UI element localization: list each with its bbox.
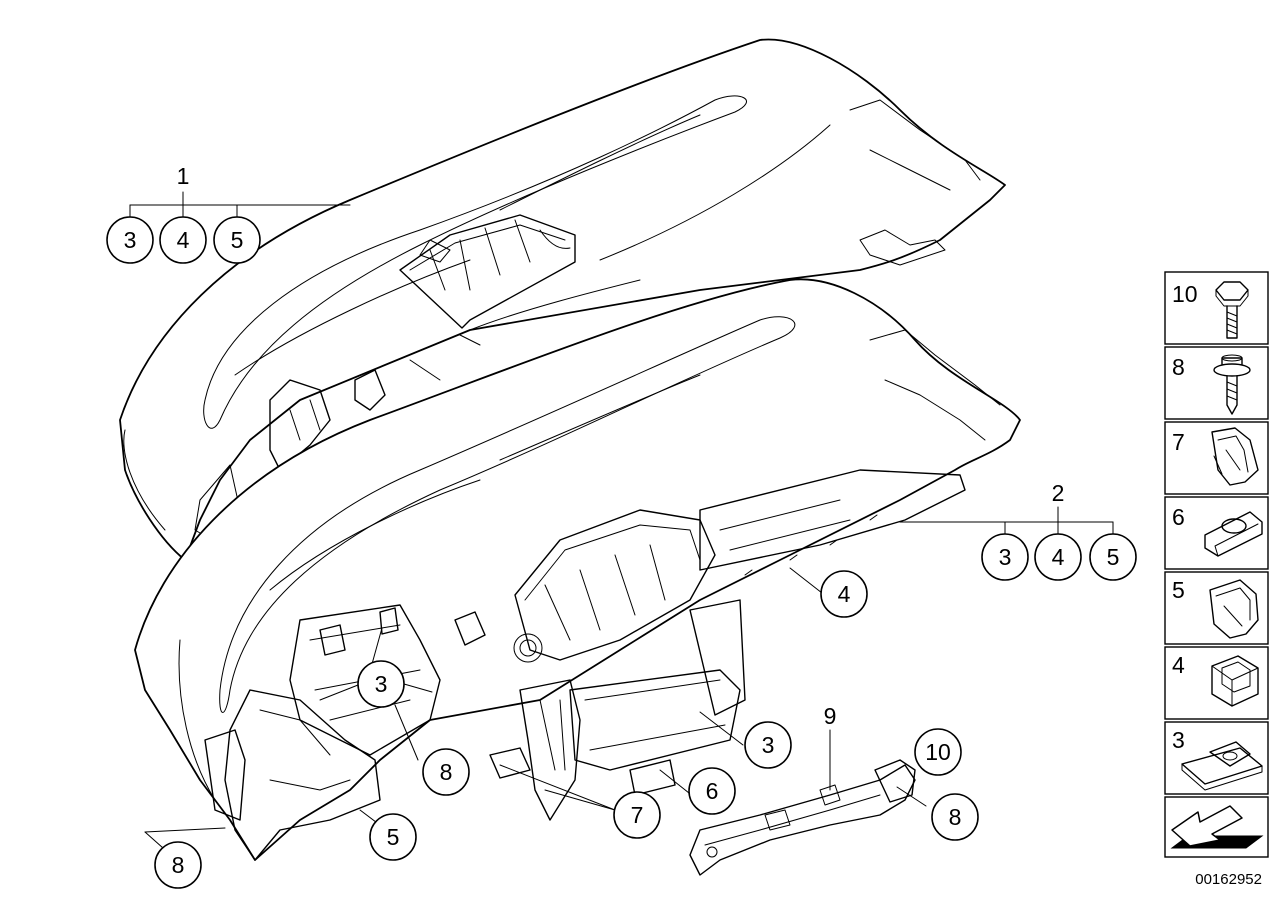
square-nut-icon: [1211, 655, 1259, 707]
legend-cell-6: [1164, 496, 1269, 570]
svg-text:4: 4: [838, 581, 851, 607]
svg-text:6: 6: [706, 778, 719, 804]
callout-group-1: 3 4 5: [106, 216, 261, 264]
clip-nut-icon: [1204, 511, 1263, 557]
plate-nut-icon: [1181, 741, 1263, 791]
callout-clip-7: 7: [613, 791, 661, 839]
spring-clip-icon: [1211, 427, 1259, 486]
legend-cell-5: [1164, 571, 1269, 645]
dashboard-lower-illustration: [134, 278, 1021, 861]
callout-bracket-9: 9: [824, 703, 837, 729]
callout-clip-6: 6: [688, 767, 736, 815]
legend-number: 8: [1172, 354, 1185, 380]
hex-bolt-icon: [1215, 281, 1249, 339]
leader-lines: [129, 191, 1114, 849]
callout-bracket-8: 8: [931, 793, 979, 841]
legend-cell-10: [1164, 271, 1269, 345]
legend-cell-4: [1164, 646, 1269, 720]
svg-text:3: 3: [762, 732, 775, 758]
legend-number: 5: [1172, 577, 1185, 603]
legend-number: 3: [1172, 727, 1185, 753]
legend-number: 6: [1172, 504, 1185, 530]
svg-text:10: 10: [925, 739, 951, 765]
callout-lower-3: 3: [744, 721, 792, 769]
callout-group-1-item-c: 5: [231, 227, 244, 253]
legend-number: 10: [1172, 281, 1198, 307]
clip-icon: [1209, 579, 1259, 639]
arrow-icon: [1170, 805, 1264, 849]
callout-group-1-item-a: 3: [124, 227, 137, 253]
bracket-illustration: [689, 759, 916, 876]
svg-text:3: 3: [375, 671, 388, 697]
svg-text:5: 5: [387, 824, 400, 850]
callout-bracket-4: 4: [820, 570, 868, 618]
dashboard-upper-illustration: [119, 38, 1006, 561]
callout-screws-8: 8: [422, 748, 470, 796]
callout-side-8: 8: [154, 841, 202, 889]
callout-group-1-item-b: 4: [177, 227, 190, 253]
callout-assembly-1: 1: [177, 163, 190, 189]
callout-side-5: 5: [369, 813, 417, 861]
callout-group-2: 3 4 5: [981, 533, 1137, 581]
legend-number: 4: [1172, 652, 1185, 678]
callout-group-2-item-b: 4: [1052, 544, 1065, 570]
callout-group-2-item-a: 3: [999, 544, 1012, 570]
callout-clips-3: 3: [357, 660, 405, 708]
svg-text:8: 8: [172, 852, 185, 878]
callout-group-2-item-c: 5: [1107, 544, 1120, 570]
document-number: 00162952: [1195, 871, 1262, 888]
legend-cell-8: [1164, 346, 1269, 420]
svg-text:8: 8: [949, 804, 962, 830]
parts-legend: 10 8 7 6 5: [1164, 271, 1269, 858]
svg-text:7: 7: [631, 802, 644, 828]
svg-text:8: 8: [440, 759, 453, 785]
legend-cell-3: [1164, 721, 1269, 795]
callout-assembly-2: 2: [1052, 480, 1065, 506]
legend-number: 7: [1172, 429, 1185, 455]
screw-icon: [1213, 354, 1251, 415]
callout-bolt-10: 10: [914, 728, 962, 776]
